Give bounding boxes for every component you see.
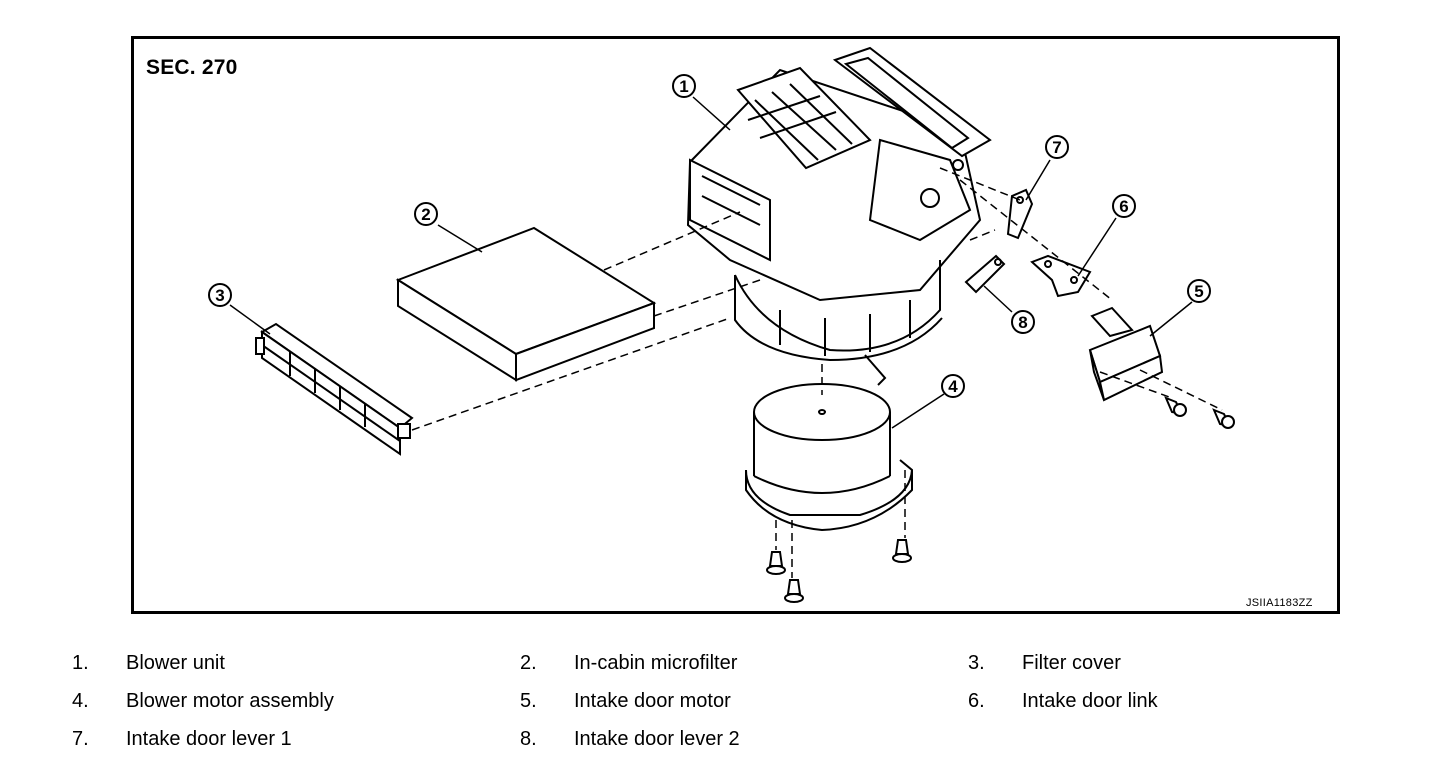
callout-5: 5 — [1194, 282, 1203, 301]
callout-1: 1 — [679, 77, 688, 96]
section-label: SEC. 270 — [146, 56, 238, 79]
intake-door-lever-1-part — [1006, 188, 1034, 240]
blower-motor-part — [745, 383, 914, 532]
callout-8: 8 — [1018, 313, 1027, 332]
microfilter-part — [395, 226, 657, 382]
callout-3: 3 — [215, 286, 224, 305]
callout-7: 7 — [1052, 138, 1061, 157]
callout-4: 4 — [948, 377, 958, 396]
blower-unit-part — [686, 46, 992, 386]
intake-door-motor-part — [1088, 306, 1164, 402]
callout-2: 2 — [421, 205, 430, 224]
intake-door-lever-2-part — [964, 254, 1006, 294]
figure-code: JSIIA1183ZZ — [1246, 597, 1313, 609]
intake-door-link-part — [1030, 254, 1092, 298]
diagram-frame — [131, 36, 1340, 614]
filter-cover-part — [255, 322, 414, 456]
callout-6: 6 — [1119, 197, 1128, 216]
screws — [766, 396, 1235, 603]
exploded-view-illustration: 1 2 3 4 5 6 7 8 — [208, 46, 1235, 603]
